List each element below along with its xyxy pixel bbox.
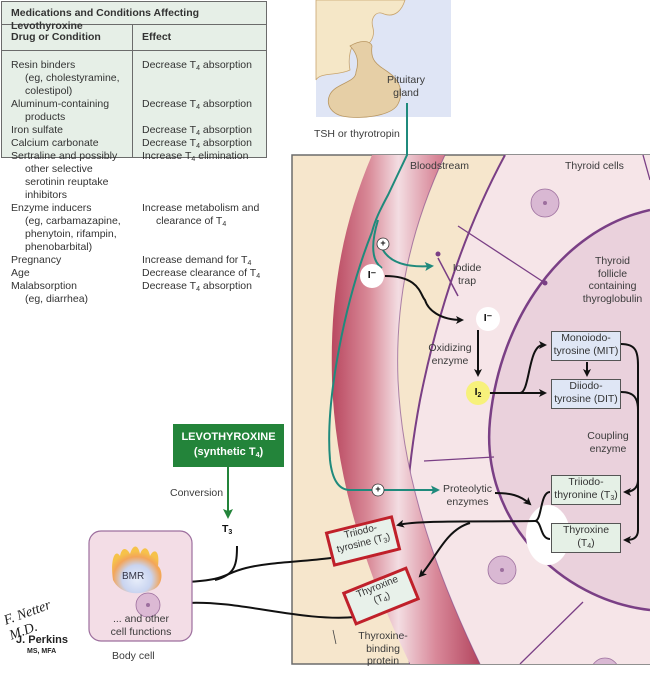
bmr-label: BMR <box>122 571 145 582</box>
table-row-drug: Calcium carbonate <box>11 137 99 149</box>
mit-box: Monoiodo-tyrosine (MIT) <box>551 331 621 361</box>
table-title: Medications and Conditions Affecting Lev… <box>2 2 266 32</box>
membrane-node <box>542 280 548 286</box>
stimulate-plus-icon <box>371 483 385 497</box>
iodide-transport-arrow <box>384 275 464 324</box>
cell-wall <box>423 456 495 462</box>
t3-thyronine-box: Triiodo-thyronine (T3) <box>551 475 621 505</box>
cell-nucleus <box>593 657 617 664</box>
pituitary-gland-shape <box>328 41 402 118</box>
coupling-to-t4-arrow <box>620 391 639 544</box>
header-drug: Drug or Condition <box>2 25 133 50</box>
artist-name: J. Perkins <box>16 634 68 646</box>
cell-wall <box>519 601 584 664</box>
iodide-ion-bubble <box>476 307 500 331</box>
membrane-node <box>435 251 441 257</box>
t3-to-bmr-arrow <box>184 557 332 586</box>
t3-label: T3 <box>222 523 233 536</box>
iodide-ion-bubble <box>360 264 384 288</box>
iodine-bubble <box>466 381 490 405</box>
nucleolus <box>500 568 504 572</box>
table-row-effect: Decrease T4 absorption <box>142 124 252 137</box>
iodide-ion-label: I⁻ <box>483 312 493 324</box>
tsh-label: TSH or thyrotropin <box>314 128 400 140</box>
cell-wall <box>457 225 546 284</box>
table-header-row: Drug or Condition Effect <box>2 25 266 51</box>
iodide-trap-channel <box>437 257 459 297</box>
table-row-drug: Iron sulfate <box>11 124 63 136</box>
stimulate-plus-icon <box>376 237 390 251</box>
proteolytic-arrow <box>494 492 532 506</box>
table-row-effect: Decrease T4 absorption <box>142 98 252 111</box>
nucleolus <box>543 201 547 205</box>
effect-column: Decrease T4 absorption Decrease T4 absor… <box>133 51 266 293</box>
medications-table: Medications and Conditions Affecting Lev… <box>1 1 267 305</box>
tsh-to-iodide-trap-arrow <box>382 249 434 272</box>
conversion-label: Conversion <box>170 487 224 499</box>
table-row-effect: Decrease clearance of T4 <box>142 267 261 280</box>
tsh-pathway <box>371 103 408 233</box>
table-row-effect: Decrease T4 absorption <box>142 59 252 72</box>
iodine-label: I2 <box>474 386 482 399</box>
artist-credentials: MS, MFA <box>27 648 57 655</box>
tsh-to-proteolytic-arrow <box>328 231 440 495</box>
table-body: Resin binders(eg, cholestyramine,colesti… <box>2 51 266 305</box>
cell-wall <box>642 155 650 181</box>
follicle-membrane <box>487 208 650 612</box>
iodide-ion-label: I⁻ <box>367 269 377 281</box>
plus-sign: + <box>380 238 386 248</box>
levothyroxine-box: LEVOTHYROXINE(synthetic T4) <box>173 424 284 467</box>
table-row-effect: Decrease T4 absorption <box>142 137 252 150</box>
body-cell-label: Body cell <box>112 650 155 662</box>
plus-sign: + <box>375 484 381 494</box>
header-effect: Effect <box>142 31 172 43</box>
table-row-effect: Increase T4 elimination <box>142 150 249 163</box>
table-row-drug: Age <box>11 267 30 279</box>
table-row-effect: Decrease T4 absorption <box>142 280 252 293</box>
t4-to-cell-arrow <box>184 598 357 619</box>
table-row-effect: Increase demand for T4 <box>142 254 252 267</box>
drug-column: Resin binders(eg, cholestyramine,colesti… <box>2 51 133 305</box>
t4-release-arrow <box>418 522 471 578</box>
t4-thyroxine-box: Thyroxine(T4) <box>551 523 621 553</box>
thyroid-cells-label: Thyroid cells <box>565 160 624 172</box>
t3-release-arrow <box>396 519 536 528</box>
table-row-drug: Enzyme inducers(eg, carbamazapine,phenyt… <box>11 202 121 253</box>
table-row-drug: Resin binders(eg, cholestyramine,colesti… <box>11 59 120 97</box>
dit-box: Diiodo-tyrosine (DIT) <box>551 379 621 409</box>
thyroid-follicle <box>489 210 650 610</box>
table-row-drug: Pregnancy <box>11 254 62 266</box>
table-row-drug: Malabsorption(eg, diarrhea) <box>11 280 89 305</box>
bloodstream-label: Bloodstream <box>410 160 469 172</box>
bmr-flame-icon <box>112 546 162 594</box>
